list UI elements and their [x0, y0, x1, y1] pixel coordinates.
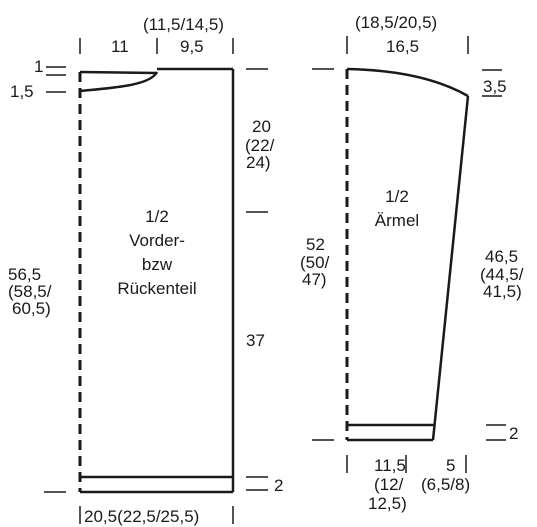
sleeve-right-height-1: 46,5 [485, 247, 518, 266]
sleeve-left-height-3: 47) [302, 270, 327, 289]
body-top-edge [79, 70, 158, 75]
sleeve-top-total: (18,5/20,5) [355, 13, 437, 32]
body-top-left: 11 [111, 37, 129, 56]
sleeve-left-height-1: 52 [306, 235, 325, 254]
body-right-upper-3: 24) [246, 153, 271, 172]
body-right-upper-2: (22/ [245, 136, 275, 155]
body-title-4: Rückenteil [117, 279, 196, 298]
body-neckline [79, 71, 159, 93]
sleeve-side-edge [431, 95, 470, 441]
sleeve-top-width: 16,5 [386, 37, 419, 56]
body-bottom-width: 20,5(22,5/25,5) [84, 507, 199, 526]
sleeve-left-height-2: (50/ [300, 253, 330, 272]
body-top-total: (11,5/14,5) [143, 15, 224, 34]
sleeve-bottom-right-2: (6,5/8) [421, 475, 470, 494]
body-left-top-2: 1,5 [10, 82, 34, 101]
body-left-height-2: (58,5/ [8, 282, 52, 301]
sleeve-title-2: Ärmel [375, 211, 419, 230]
sleeve-bottom-left-1: 11,5 [374, 456, 406, 475]
body-title-2: Vorder- [129, 231, 185, 250]
body-left-top-1: 1 [34, 57, 43, 76]
sleeve-title-1: 1/2 [385, 187, 409, 206]
sleeve-right-rib: 2 [509, 424, 518, 443]
sleeve-right-height-3: 41,5) [483, 282, 522, 301]
body-title-3: bzw [142, 255, 173, 274]
body-piece: (11,5/14,5) 11 9,5 1 1,5 20 (22/ 24) 37 … [8, 15, 283, 526]
sleeve-piece: (18,5/20,5) 16,5 3,5 52 (50/ 47) 1/2 Ärm… [300, 13, 524, 513]
sleeve-right-top: 3,5 [483, 77, 507, 96]
sleeve-cap [346, 67, 469, 98]
sleeve-bottom-left-3: 12,5) [368, 494, 407, 513]
body-title-1: 1/2 [145, 207, 169, 226]
sleeve-right-height-2: (44,5/ [480, 265, 524, 284]
sleeve-bottom-right-1: 5 [446, 456, 455, 475]
body-top-right: 9,5 [180, 37, 204, 56]
sleeve-bottom-left-2: (12/ [374, 475, 404, 494]
body-left-height-1: 56,5 [8, 265, 41, 284]
body-left-height-3: 60,5) [12, 299, 51, 318]
body-right-upper-1: 20 [252, 117, 271, 136]
body-right-lower: 37 [246, 331, 265, 350]
body-right-rib: 2 [274, 476, 283, 495]
